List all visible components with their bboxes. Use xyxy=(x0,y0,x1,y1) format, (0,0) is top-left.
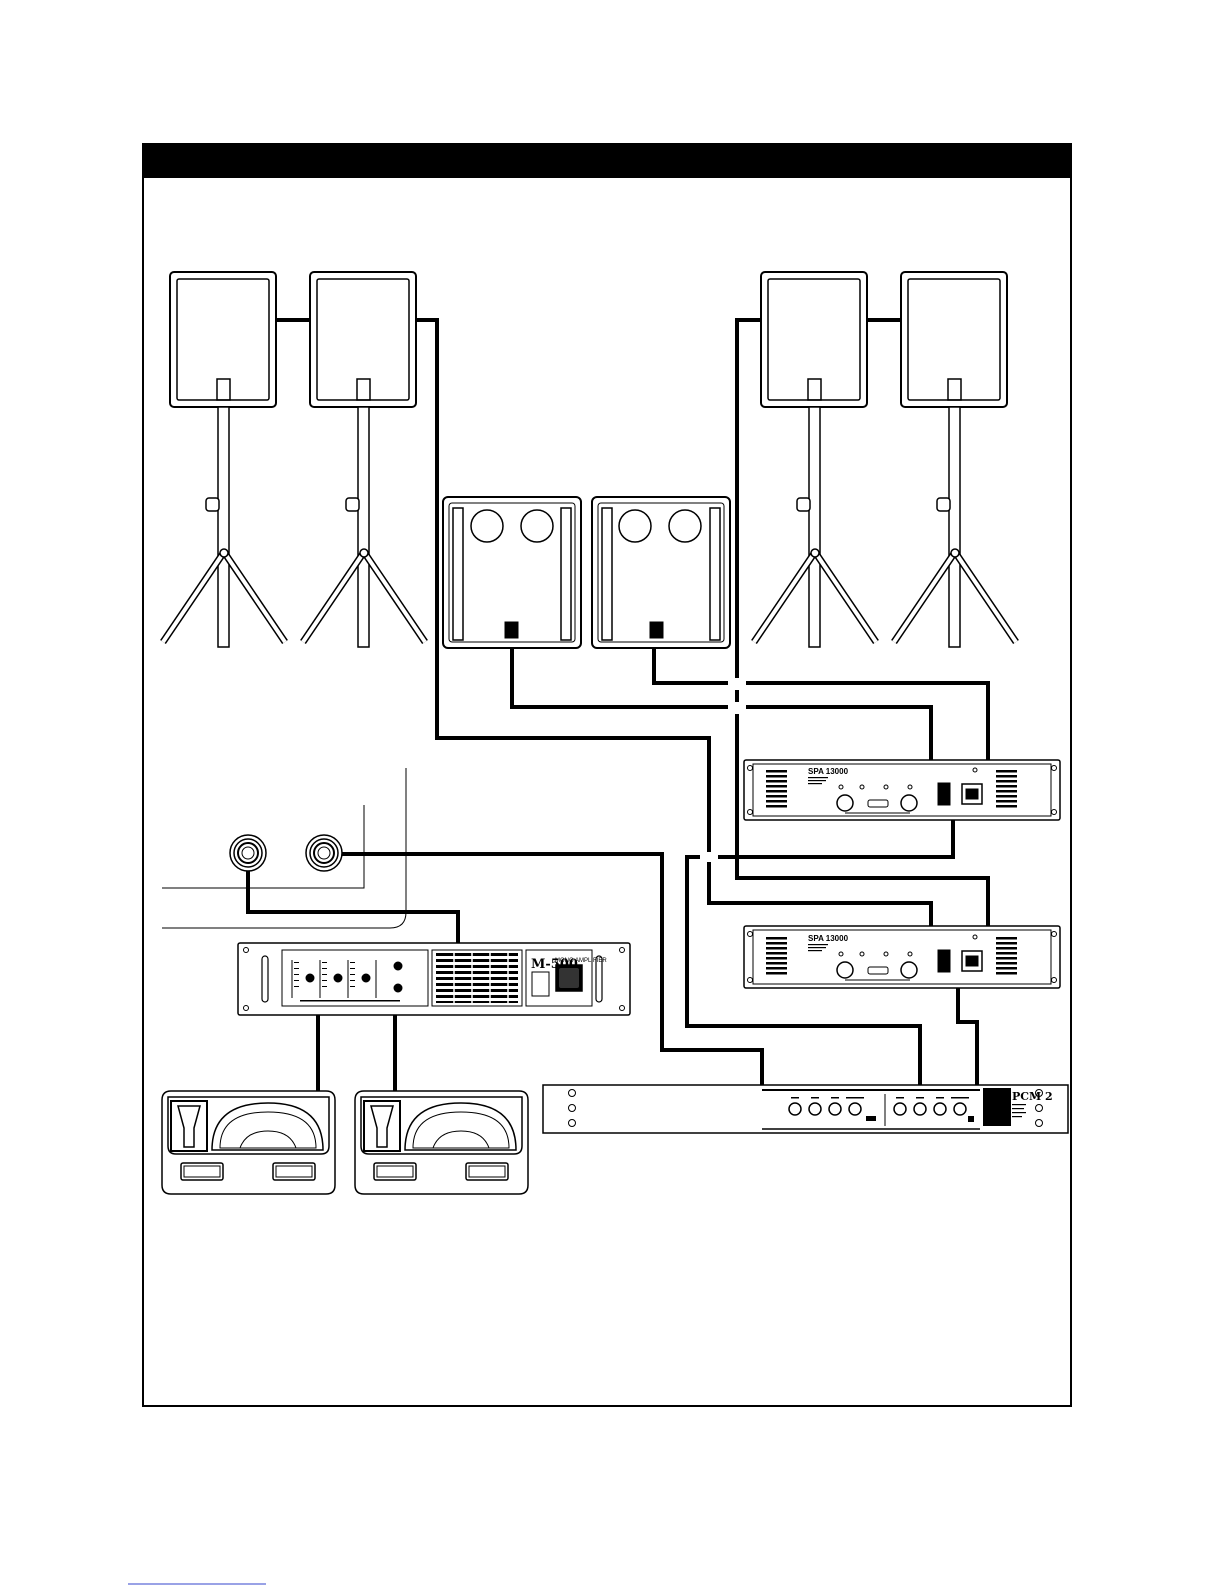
amp-lower-logo xyxy=(938,950,950,972)
header-bar xyxy=(143,143,1072,178)
mixer-logo-box xyxy=(532,972,549,996)
wall-jack-1 xyxy=(230,835,266,871)
subwoofer-right xyxy=(592,497,730,648)
amp-upper-gain-knob-a xyxy=(837,795,853,811)
amp-upper-mode-switch xyxy=(868,800,888,807)
crossover-unit: PCM 2 xyxy=(543,1085,1068,1133)
amp-upper-model-label: SPA 13000 xyxy=(808,767,849,776)
amp-lower-mode-switch xyxy=(868,967,888,974)
mixer-brand-badge: MONO AMPLIFIER xyxy=(555,958,607,964)
wall-jack-2 xyxy=(306,835,342,871)
crossover-logo-panel xyxy=(983,1088,1011,1126)
cable-right-sub-to-upper-amp xyxy=(654,648,988,760)
main-speaker-1 xyxy=(163,272,285,647)
cable-crossover-to-lower-amp xyxy=(958,988,977,1085)
main-speaker-2 xyxy=(303,272,425,647)
amp-lower-gain-knob-b xyxy=(901,962,917,978)
cable-wall-jack-to-mixer-amp xyxy=(248,869,458,943)
floor-monitor-left xyxy=(162,1091,335,1194)
crossover-model-label: PCM 2 xyxy=(1012,1090,1053,1103)
amp-lower-model-label: SPA 13000 xyxy=(808,934,849,943)
cable-left-sub-to-upper-amp xyxy=(512,648,931,760)
stereo-power-amp-upper: SPA 13000 xyxy=(744,760,1060,820)
floor-monitors xyxy=(162,1091,528,1194)
main-speaker-3 xyxy=(754,272,876,647)
stereo-power-amp-lower: SPA 13000 xyxy=(744,926,1060,988)
mixer-power-amp: M-500 MONO AMPLIFIER xyxy=(238,943,630,1015)
subwoofers xyxy=(443,497,730,648)
wall-panel xyxy=(162,768,406,928)
amp-lower-gain-knob-a xyxy=(837,962,853,978)
floor-monitor-right xyxy=(355,1091,528,1194)
amp-upper-gain-knob-b xyxy=(901,795,917,811)
main-speakers xyxy=(163,272,1016,647)
amp-upper-logo xyxy=(938,783,950,805)
subwoofer-left xyxy=(443,497,581,648)
main-speaker-4 xyxy=(894,272,1016,647)
